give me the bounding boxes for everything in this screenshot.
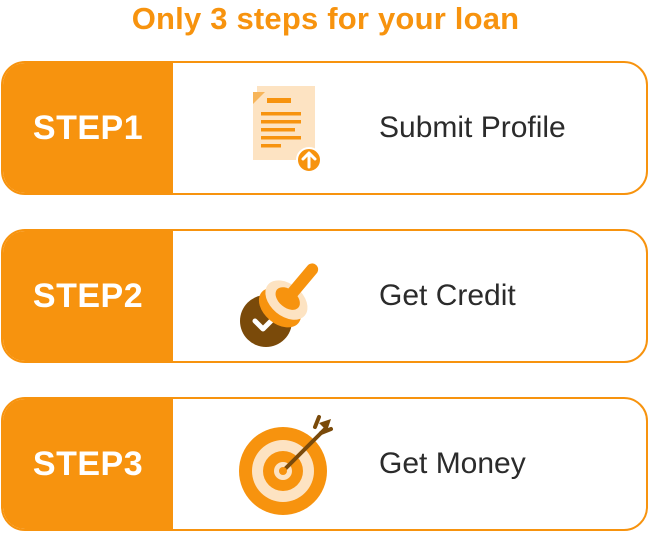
page-title: Only 3 steps for your loan — [131, 1, 520, 36]
step-text: Get Credit — [379, 279, 516, 312]
step-tab-1: STEP1 — [3, 63, 173, 193]
step-card-1: STEP1 Submit Profile — [1, 61, 648, 195]
step-text: Get Money — [379, 447, 526, 480]
target-arrow-icon — [233, 409, 343, 519]
document-upload-icon — [233, 73, 343, 183]
step-label: STEP3 — [32, 444, 144, 483]
step-label: STEP2 — [32, 276, 144, 315]
step-text: Submit Profile — [379, 111, 566, 144]
step-label: STEP1 — [32, 108, 144, 147]
step-tab-3: STEP3 — [3, 399, 173, 529]
step-tab-2: STEP2 — [3, 231, 173, 361]
step-card-3: STEP3 Get Money — [1, 397, 648, 531]
step-card-2: STEP2 Get Credit — [1, 229, 648, 363]
stamp-approval-icon — [233, 241, 343, 351]
